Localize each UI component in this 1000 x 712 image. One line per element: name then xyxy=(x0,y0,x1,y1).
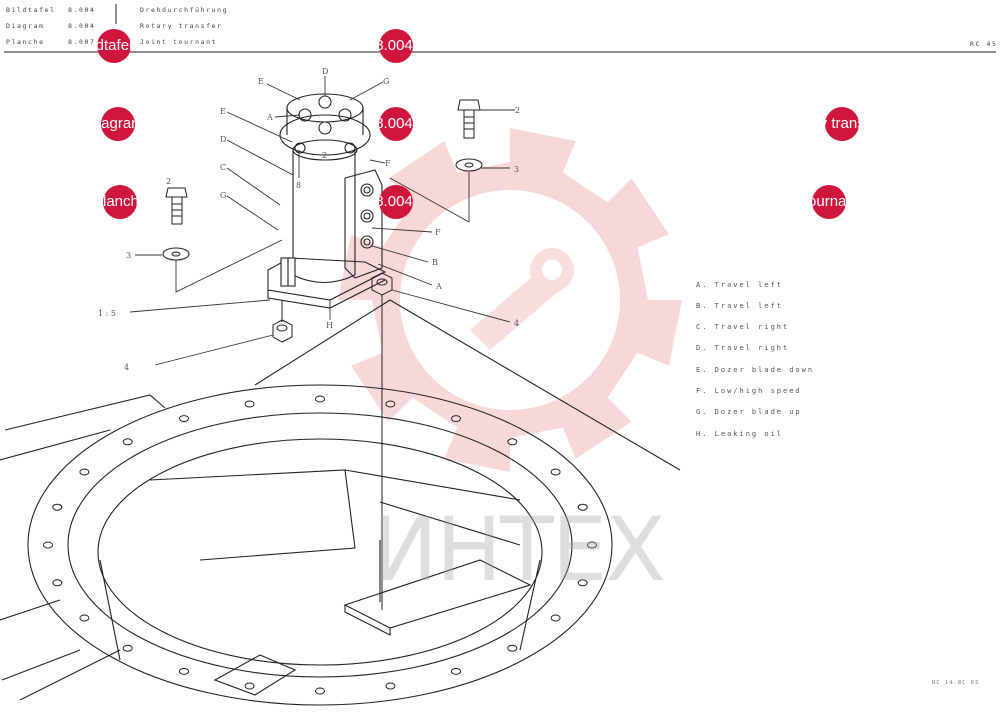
bolt-hole xyxy=(52,503,63,511)
callout-port-f: F xyxy=(435,228,441,237)
callout-top-e: E xyxy=(258,77,264,86)
header-code-3: 8.007 xyxy=(68,38,96,46)
bolt-hole xyxy=(507,438,518,446)
flange-bolt-holes xyxy=(43,395,597,695)
bolt-hole xyxy=(577,503,588,511)
bolt-hole xyxy=(179,415,189,423)
callout-base-h: H xyxy=(326,321,333,330)
bolt-hole xyxy=(52,579,63,587)
legend-item: D. Travel right xyxy=(696,344,790,352)
bolt-hole xyxy=(550,468,561,476)
bolt-hole xyxy=(122,644,133,652)
legend-item: H. Leaking oil xyxy=(696,430,784,438)
header-desc-2: Rotary transfer xyxy=(140,22,223,30)
callout-side-f: F xyxy=(385,159,391,168)
hotspot-rotary-transfer[interactable]: Rotary transfer xyxy=(825,107,859,141)
header-desc-3: Joint tournant xyxy=(140,38,218,46)
callout-port-a: A xyxy=(435,282,442,291)
bolt-hole xyxy=(43,541,53,549)
callout-top-d: D xyxy=(322,67,328,76)
bolt-hole xyxy=(587,541,597,549)
bolt-hole xyxy=(385,682,396,690)
header-desc-1: Drehdurchführung xyxy=(140,6,229,14)
callout-top-g: G xyxy=(383,77,389,86)
hotspot-diagram-code[interactable]: 8.004 xyxy=(379,107,413,141)
bolt-hole xyxy=(122,438,133,446)
callout-washer-3a: 3 xyxy=(514,165,519,174)
hotspot-bildtafel[interactable]: Bildtafel xyxy=(97,29,131,63)
callout-side-c: C xyxy=(220,163,226,172)
bolt-hole xyxy=(244,400,255,408)
bolt-hole xyxy=(451,667,461,675)
header-label-3: Planche xyxy=(6,38,45,46)
callout-nut-4b: 4 xyxy=(514,319,519,328)
header-label-1: Bildtafel xyxy=(6,6,56,14)
legend-item: A. Travel left xyxy=(696,281,784,289)
bolt-hole xyxy=(79,468,90,476)
bolt-hole xyxy=(315,687,325,695)
callout-bolt-2b: 2 xyxy=(166,177,171,186)
header-label-2: Diagram xyxy=(6,22,45,30)
callout-nut-4a: 4 xyxy=(124,363,129,372)
callout-port-b: B xyxy=(432,258,438,267)
callout-side-g: G xyxy=(220,191,226,200)
callout-side-e: E xyxy=(220,107,226,116)
slew-ring xyxy=(0,299,681,706)
callout-top-a: A xyxy=(266,113,273,122)
bolt-hole xyxy=(550,614,561,622)
leader-lines xyxy=(129,76,515,366)
legend-item: B. Travel left xyxy=(696,302,784,310)
callout-washer-3b: 3 xyxy=(126,251,131,260)
callout-side-8: 8 xyxy=(296,181,301,190)
hotspot-joint-tournant[interactable]: Joint tournant xyxy=(812,185,846,219)
legend-item: G. Dozer blade up xyxy=(696,408,802,416)
callout-bolt-2a: 2 xyxy=(515,106,520,115)
bolt-hole xyxy=(315,395,325,403)
callout-top-2: 2 xyxy=(322,151,327,160)
legend-item: C. Travel right xyxy=(696,323,790,331)
model-code: RC 45 xyxy=(970,40,998,48)
hotspot-planche[interactable]: Planche xyxy=(103,185,137,219)
bolt-hole xyxy=(385,400,396,408)
callout-side-d: D xyxy=(220,135,226,144)
watermark-text: ИНТЕХ xyxy=(372,498,666,601)
header-code-1: 8.004 xyxy=(68,6,96,14)
bolt-hole xyxy=(79,614,90,622)
bolt-hole xyxy=(244,682,255,690)
bolt-hole xyxy=(507,644,518,652)
legend-item: F. Low/high speed xyxy=(696,387,802,395)
hotspot-planche-code[interactable]: 8.004 xyxy=(379,185,413,219)
legend-item: E. Dozer blade down xyxy=(696,366,815,374)
bolt-hole xyxy=(179,667,189,675)
watermark-gear-icon xyxy=(338,128,682,472)
bolt-hole xyxy=(451,415,461,423)
hotspot-bildtafel-code[interactable]: 8.004 xyxy=(379,29,413,63)
page-code: RC 14.8C 05 xyxy=(932,680,980,686)
hotspot-diagram[interactable]: Diagram xyxy=(101,107,135,141)
callout-ratio: 1 : 5 xyxy=(98,309,116,318)
bolt-hole xyxy=(577,579,588,587)
header-code-2: 8.004 xyxy=(68,22,96,30)
